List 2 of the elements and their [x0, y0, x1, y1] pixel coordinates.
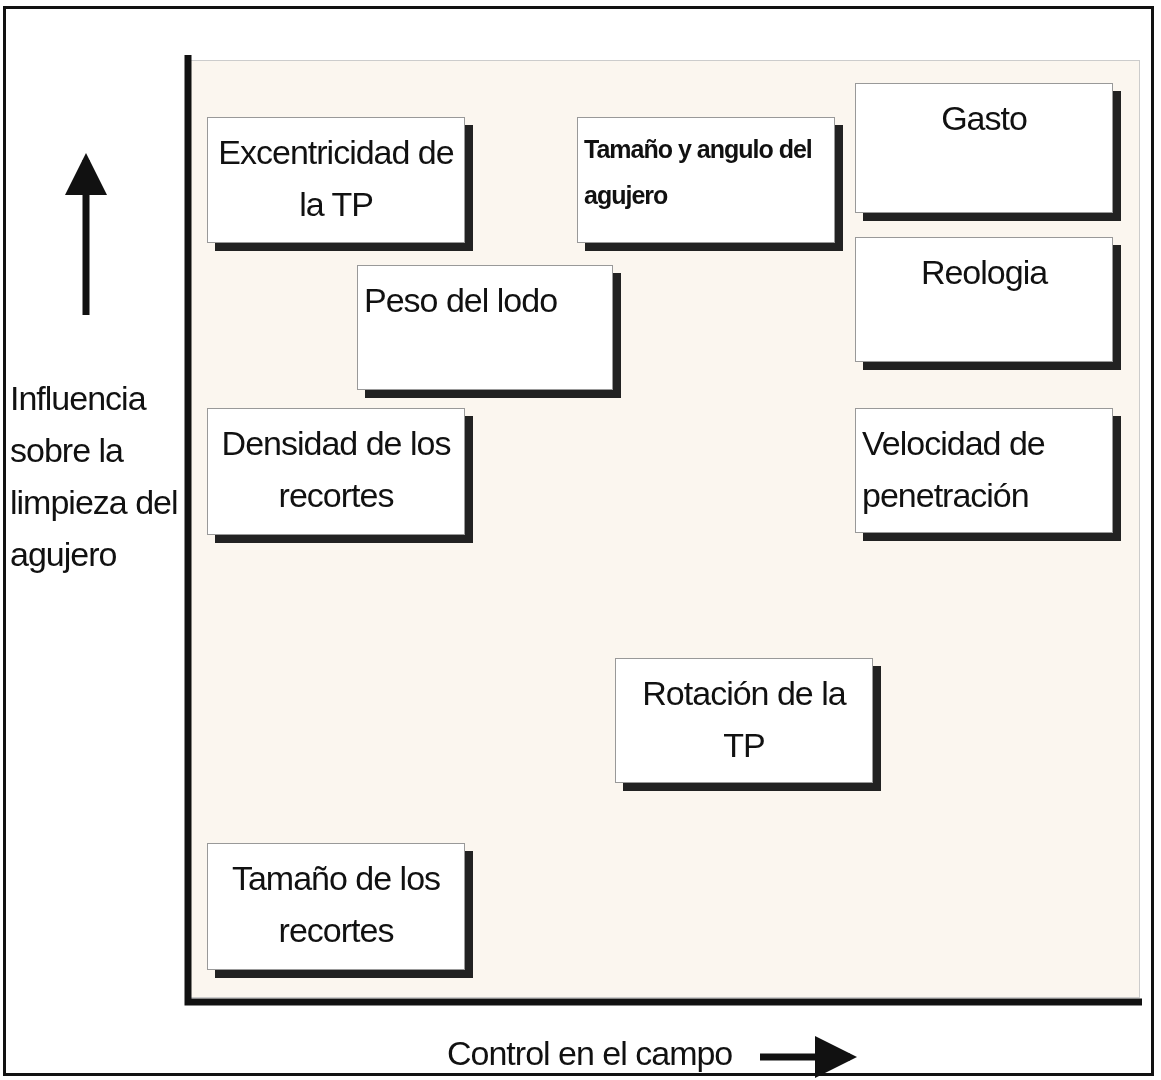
axis-label: Influencia sobre la limpieza del agujero — [10, 378, 179, 575]
axis-label: Control en el campo — [447, 1033, 734, 1074]
